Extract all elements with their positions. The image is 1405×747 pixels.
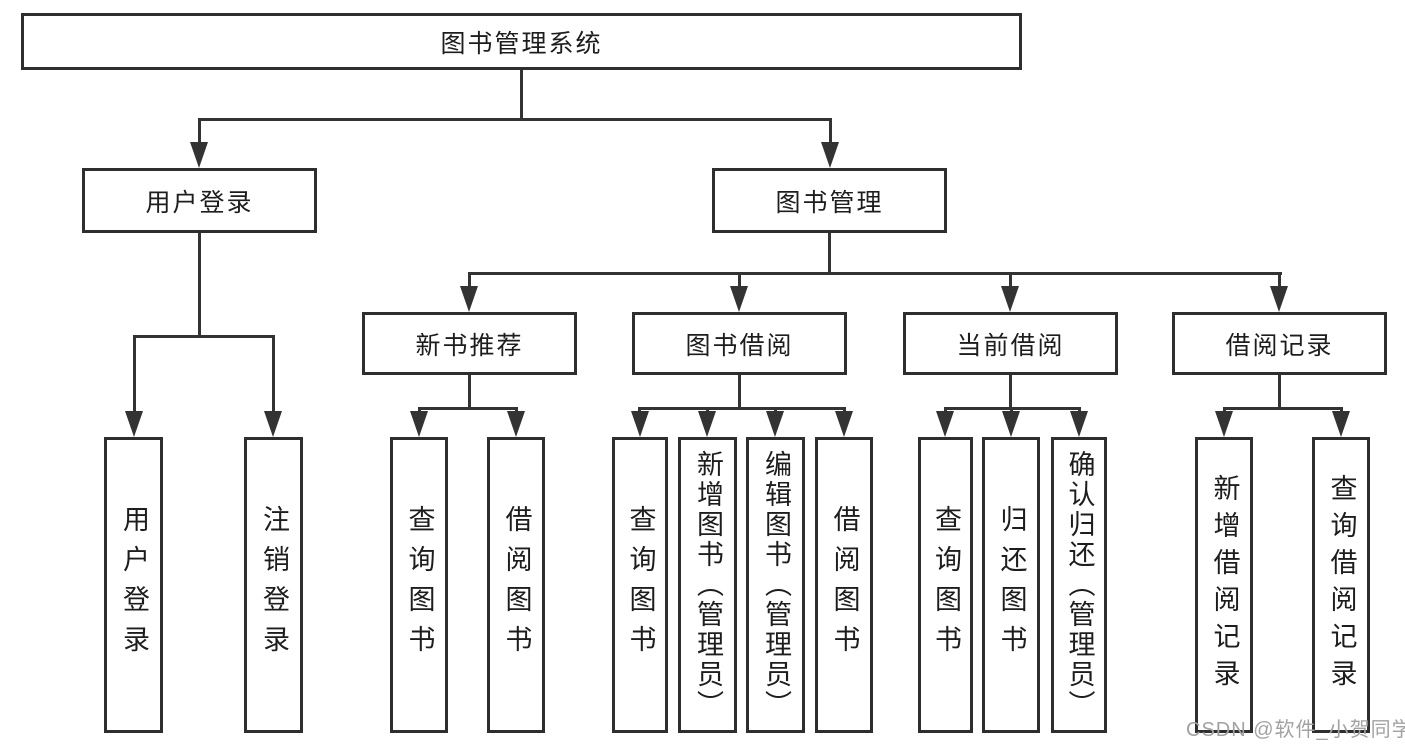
connector-line bbox=[1340, 407, 1343, 413]
leaf-query-borrow-record: 查询借阅记录 bbox=[1312, 437, 1370, 733]
connector-line bbox=[843, 407, 846, 413]
connector-line bbox=[706, 407, 709, 413]
leaf-add-books-admin: 新增图书（管理员） bbox=[678, 437, 737, 733]
connector-line bbox=[828, 233, 831, 272]
node-label: 编辑图书（管理员） bbox=[761, 450, 791, 720]
arrowhead-down-icon bbox=[507, 411, 525, 437]
connector-line bbox=[468, 375, 471, 407]
node-label: 确认归还（管理员） bbox=[1064, 450, 1095, 720]
node-label: 用户登录 bbox=[145, 188, 254, 217]
connector-line bbox=[198, 118, 832, 121]
connector-line bbox=[1278, 272, 1281, 288]
connector-line bbox=[1278, 375, 1281, 407]
node-label: 查询借阅记录 bbox=[1326, 474, 1357, 696]
arrowhead-down-icon bbox=[1332, 411, 1350, 437]
node-label: 查询图书 bbox=[404, 505, 435, 665]
node-label: 图书管理系统 bbox=[440, 29, 603, 58]
node-label: 图书借阅 bbox=[685, 331, 794, 360]
connector-line bbox=[418, 407, 518, 410]
arrowhead-down-icon bbox=[460, 286, 478, 312]
leaf-return-books: 归还图书 bbox=[982, 437, 1040, 733]
node-current-borrowing: 当前借阅 bbox=[903, 312, 1118, 375]
node-label: 新增借阅记录 bbox=[1209, 474, 1240, 696]
connector-line bbox=[1010, 407, 1013, 413]
connector-line bbox=[468, 272, 471, 288]
leaf-user-login: 用户登录 bbox=[104, 437, 163, 733]
node-label: 查询图书 bbox=[931, 505, 961, 665]
arrowhead-down-icon bbox=[1001, 286, 1019, 312]
leaf-add-borrow-record: 新增借阅记录 bbox=[1195, 437, 1253, 733]
connector-line bbox=[1009, 272, 1012, 288]
node-label: 借阅记录 bbox=[1225, 331, 1334, 360]
node-label: 新书推荐 bbox=[415, 331, 524, 360]
connector-line bbox=[944, 407, 947, 413]
arrowhead-down-icon bbox=[264, 411, 282, 437]
leaf-logout: 注销登录 bbox=[244, 437, 303, 733]
arrowhead-down-icon bbox=[730, 286, 748, 312]
connector-line bbox=[774, 407, 777, 413]
leaf-edit-books-admin: 编辑图书（管理员） bbox=[746, 437, 805, 733]
connector-line bbox=[272, 335, 275, 415]
connector-line bbox=[1223, 407, 1226, 413]
node-label: 新增图书（管理员） bbox=[693, 450, 723, 720]
connector-line bbox=[418, 407, 421, 413]
node-label: 查询图书 bbox=[625, 505, 656, 665]
node-label: 归还图书 bbox=[996, 505, 1027, 665]
leaf-query-books-current: 查询图书 bbox=[918, 437, 973, 733]
arrowhead-down-icon bbox=[766, 411, 784, 437]
connector-line bbox=[1223, 407, 1343, 410]
arrowhead-down-icon bbox=[1215, 411, 1233, 437]
connector-line bbox=[198, 118, 201, 146]
connector-line bbox=[1078, 407, 1081, 413]
arrowhead-down-icon bbox=[821, 142, 839, 168]
arrowhead-down-icon bbox=[125, 411, 143, 437]
connector-line bbox=[738, 272, 741, 288]
arrowhead-down-icon bbox=[1270, 286, 1288, 312]
arrowhead-down-icon bbox=[410, 411, 428, 437]
connector-line bbox=[198, 233, 201, 335]
leaf-borrow-books-newrec: 借阅图书 bbox=[487, 437, 545, 733]
node-library-management-system: 图书管理系统 bbox=[21, 13, 1022, 70]
connector-line bbox=[133, 335, 136, 415]
arrowhead-down-icon bbox=[698, 411, 716, 437]
connector-line bbox=[1009, 375, 1012, 407]
leaf-query-books-newrec: 查询图书 bbox=[390, 437, 448, 733]
arrowhead-down-icon bbox=[1070, 411, 1088, 437]
node-new-book-recommend: 新书推荐 bbox=[362, 312, 577, 375]
connector-line bbox=[638, 407, 846, 410]
node-borrowing-records: 借阅记录 bbox=[1172, 312, 1387, 375]
arrowhead-down-icon bbox=[190, 142, 208, 168]
leaf-query-books-borrow: 查询图书 bbox=[612, 437, 668, 733]
connector-line bbox=[738, 375, 741, 407]
node-label: 注销登录 bbox=[259, 505, 289, 665]
node-label: 当前借阅 bbox=[956, 331, 1065, 360]
arrowhead-down-icon bbox=[936, 411, 954, 437]
arrowhead-down-icon bbox=[631, 411, 649, 437]
node-label: 借阅图书 bbox=[501, 505, 532, 665]
node-label: 借阅图书 bbox=[829, 505, 860, 665]
node-label: 图书管理 bbox=[775, 188, 884, 217]
connector-line bbox=[515, 407, 518, 413]
node-book-borrowing: 图书借阅 bbox=[632, 312, 847, 375]
connector-line bbox=[468, 272, 1282, 275]
connector-line bbox=[133, 335, 275, 338]
arrowhead-down-icon bbox=[1002, 411, 1020, 437]
leaf-confirm-return-admin: 确认归还（管理员） bbox=[1051, 437, 1107, 733]
connector-line bbox=[638, 407, 641, 413]
arrowhead-down-icon bbox=[835, 411, 853, 437]
node-book-management: 图书管理 bbox=[712, 168, 947, 233]
csdn-watermark: CSDN @软件_小贺同学 bbox=[1186, 719, 1405, 741]
connector-line bbox=[520, 70, 523, 118]
connector-line bbox=[829, 118, 832, 146]
node-label: 用户登录 bbox=[119, 505, 149, 665]
node-user-login: 用户登录 bbox=[82, 168, 317, 233]
leaf-borrow-books-borrow: 借阅图书 bbox=[815, 437, 873, 733]
